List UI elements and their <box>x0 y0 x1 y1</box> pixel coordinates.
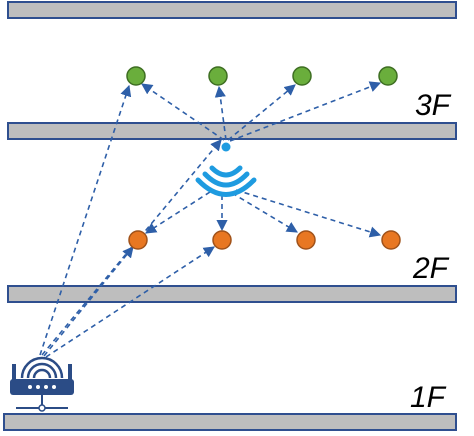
wifi-arc-3 <box>195 177 257 197</box>
wifi-arc-2 <box>202 171 250 188</box>
router-antenna-left <box>12 364 16 380</box>
third-floor-node <box>208 66 228 86</box>
router-signal-outer <box>20 356 64 379</box>
router-body <box>10 379 74 395</box>
router-led <box>44 385 48 389</box>
second-floor-nodes <box>128 230 401 250</box>
wifi-arc-1 <box>209 165 243 178</box>
router-signal-mid <box>26 362 58 379</box>
second-floor-node <box>296 230 316 250</box>
router-icon <box>10 356 74 412</box>
router-link-2f-a <box>43 246 134 357</box>
wifi-dot <box>221 142 231 152</box>
ap-link-2f-3 <box>231 192 298 233</box>
ap-link-2f-4 <box>235 189 382 238</box>
router-led <box>52 385 56 389</box>
floor-slab-3 <box>7 122 457 140</box>
router-antenna-right <box>68 364 72 380</box>
second-floor-node <box>381 230 401 250</box>
floor-slab-1 <box>3 413 457 431</box>
ap-links-3f <box>141 81 382 142</box>
floor-label-3f: 3F <box>415 89 452 122</box>
floor-slab-4 <box>7 1 457 19</box>
router-port <box>38 404 46 412</box>
ap-link-2f-1 <box>145 191 211 234</box>
router-link-2f-b <box>45 246 215 358</box>
floor-slab-2 <box>7 285 457 303</box>
router-led <box>36 385 40 389</box>
ap-link-3f-1 <box>141 83 225 141</box>
router-signal-inner <box>32 368 52 379</box>
third-floor-node <box>378 66 398 86</box>
router-led <box>28 385 32 389</box>
router-link-3f <box>39 84 132 356</box>
floor-label-2f: 2F <box>412 252 450 285</box>
second-floor-node <box>212 230 232 250</box>
third-floor-node <box>126 66 146 86</box>
third-floor-node <box>292 66 312 86</box>
third-floor-nodes <box>126 66 398 86</box>
ap-link-3f-3 <box>227 84 296 141</box>
floor-label-1f: 1F <box>410 381 447 414</box>
router-link-ap <box>41 139 222 356</box>
second-floor-node <box>128 230 148 250</box>
wifi-icon <box>195 142 257 197</box>
ap-links-2f <box>145 189 382 238</box>
router-links <box>39 84 222 358</box>
